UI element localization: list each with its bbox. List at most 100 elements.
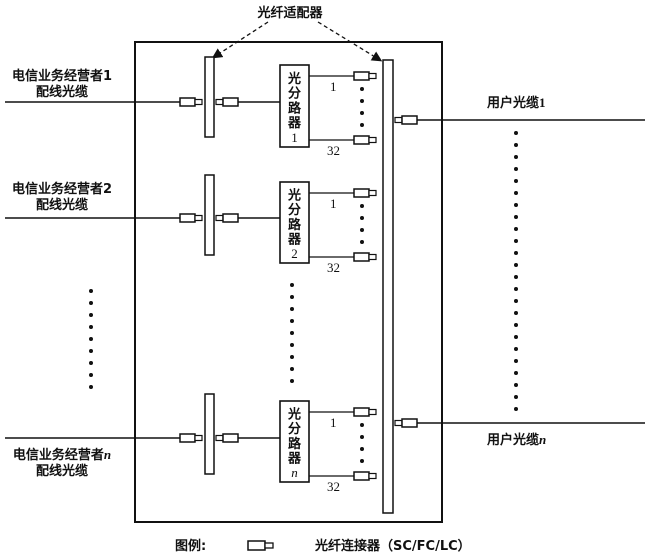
operator-2-label-line1: 电信业务经营者2: [12, 181, 112, 197]
legend-connector-icon: [247, 540, 274, 551]
connector-icon: [215, 97, 239, 107]
ellipsis-dot: [514, 347, 518, 351]
splitter-label-char: 路: [288, 436, 302, 452]
ellipsis-dot: [89, 361, 93, 365]
ellipsis-dot: [514, 251, 518, 255]
ellipsis-dot: [514, 407, 518, 411]
ellipsis-dot: [89, 385, 93, 389]
connector-icon: [353, 135, 377, 145]
ellipsis-dot: [514, 323, 518, 327]
operator-1-label-line2: 配线光缆: [36, 84, 88, 100]
splitter-label-char: 分: [288, 421, 301, 437]
ellipsis-dot: [514, 311, 518, 315]
ellipsis-dot: [89, 289, 93, 293]
output-port-label-last: 32: [327, 479, 340, 494]
ellipsis-dot: [514, 203, 518, 207]
ellipsis-dot: [290, 355, 294, 359]
ellipsis-dot: [290, 307, 294, 311]
user-cable-1-label: 用户光缆1: [486, 95, 546, 111]
user-cable-1: [394, 115, 645, 125]
ellipsis-dot: [89, 337, 93, 341]
user-cable-ellipsis: [514, 131, 518, 411]
right-fiber-adapter: [382, 59, 394, 514]
ellipsis-dot: [290, 295, 294, 299]
operator-ellipsis: [89, 289, 93, 389]
ellipsis-dot: [514, 167, 518, 171]
operator-n-label-line1: 电信业务经营者n: [13, 447, 111, 463]
connector-icon: [394, 115, 418, 125]
optical-splitter: [279, 400, 310, 483]
legend-title: 图例:: [175, 538, 206, 554]
connector-icon: [353, 252, 377, 262]
fiber-adapter: [204, 56, 215, 138]
ellipsis-dot: [514, 239, 518, 243]
ellipsis-dot: [360, 111, 364, 115]
ellipsis-dot: [514, 299, 518, 303]
ellipsis-dot: [89, 349, 93, 353]
splitter-label-char: 光: [287, 188, 301, 204]
ellipsis-dot: [360, 87, 364, 91]
ellipsis-dot: [360, 459, 364, 463]
splitter-label-char: 路: [288, 217, 302, 233]
optical-splitter: [279, 181, 310, 264]
splitter-label-char: 分: [288, 86, 301, 102]
ellipsis-dot: [360, 99, 364, 103]
ellipsis-dot: [89, 373, 93, 377]
splitter-label-char: 2: [291, 246, 298, 261]
splitter-label-char: 分: [288, 202, 301, 218]
splitter-label-char: 光: [287, 71, 301, 87]
output-port-label-first: 1: [330, 79, 337, 94]
ellipsis-dot: [290, 367, 294, 371]
ellipsis-dot: [360, 123, 364, 127]
fiber-adapter-label: 光纤适配器: [256, 5, 323, 21]
splitter-label-char: 器: [287, 451, 302, 466]
ellipsis-dot: [514, 215, 518, 219]
ellipsis-dot: [89, 325, 93, 329]
ellipsis-dot: [514, 335, 518, 339]
splitter-label-char: n: [291, 465, 298, 480]
connector-icon: [179, 213, 203, 223]
ellipsis-dot: [290, 379, 294, 383]
output-port-label-first: 1: [330, 196, 337, 211]
ellipsis-dot: [514, 371, 518, 375]
distribution-frame: [134, 41, 443, 523]
ellipsis-dot: [514, 131, 518, 135]
ellipsis-dot: [514, 143, 518, 147]
connector-icon: [353, 188, 377, 198]
ellipsis-dot: [360, 204, 364, 208]
ellipsis-dot: [89, 301, 93, 305]
optical-splitter: [279, 64, 310, 148]
splitter-label-char: 光: [287, 407, 301, 423]
splitter-label-char: 路: [288, 100, 302, 116]
splitter-label-char: 器: [287, 116, 302, 131]
operator-n-label-line2: 配线光缆: [36, 463, 88, 479]
ellipsis-dot: [290, 343, 294, 347]
fiber-adapter: [204, 174, 215, 256]
connector-icon: [215, 213, 239, 223]
ellipsis-dot: [360, 435, 364, 439]
ellipsis-dot: [514, 179, 518, 183]
ellipsis-dot: [514, 191, 518, 195]
ellipsis-dot: [514, 383, 518, 387]
adapter-pointer-left: [211, 21, 269, 59]
ellipsis-dot: [290, 319, 294, 323]
connector-icon: [353, 71, 377, 81]
output-port-label-first: 1: [330, 415, 337, 430]
fiber-adapter: [204, 393, 215, 475]
ellipsis-dot: [360, 216, 364, 220]
operator-2-label-line2: 配线光缆: [36, 197, 88, 213]
user-cable-n: [394, 418, 645, 428]
ellipsis-dot: [514, 395, 518, 399]
ellipsis-dot: [514, 263, 518, 267]
user-cables: [394, 115, 645, 428]
splitter-label-char: 1: [291, 130, 298, 145]
connector-icon: [353, 407, 377, 417]
connector-icon: [215, 433, 239, 443]
splitter-label-char: 器: [287, 232, 302, 247]
connector-icon: [353, 471, 377, 481]
